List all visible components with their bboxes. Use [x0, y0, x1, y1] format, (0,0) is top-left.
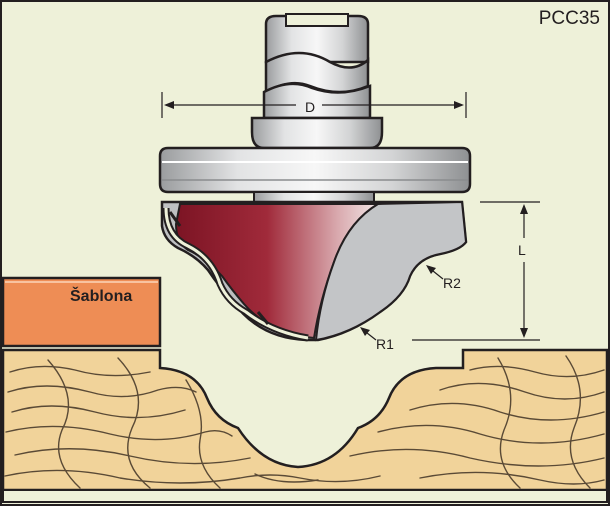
dimension-l [412, 201, 540, 341]
insert-mark [168, 211, 182, 227]
shank-upper [262, 82, 372, 120]
dimension-d-label: D [305, 99, 316, 115]
insert-mark [256, 311, 270, 325]
bearing-spacer [253, 191, 375, 203]
workbench-strip [2, 489, 608, 503]
radius-r2-label: R2 [443, 275, 461, 291]
screw-head [264, 14, 370, 64]
template-board [1, 276, 162, 348]
template-label: Šablona [70, 288, 133, 305]
wood-grain [4, 355, 605, 489]
dimension-l-label: L [518, 242, 526, 258]
screw-slot [285, 13, 349, 27]
shear-face [314, 200, 468, 342]
radius-leaders [360, 265, 444, 341]
shank-collar [250, 116, 384, 150]
bearing [158, 146, 472, 194]
radius-r1-label: R1 [376, 336, 394, 352]
dimension-d [161, 92, 467, 118]
product-code: PCC35 [538, 8, 600, 29]
